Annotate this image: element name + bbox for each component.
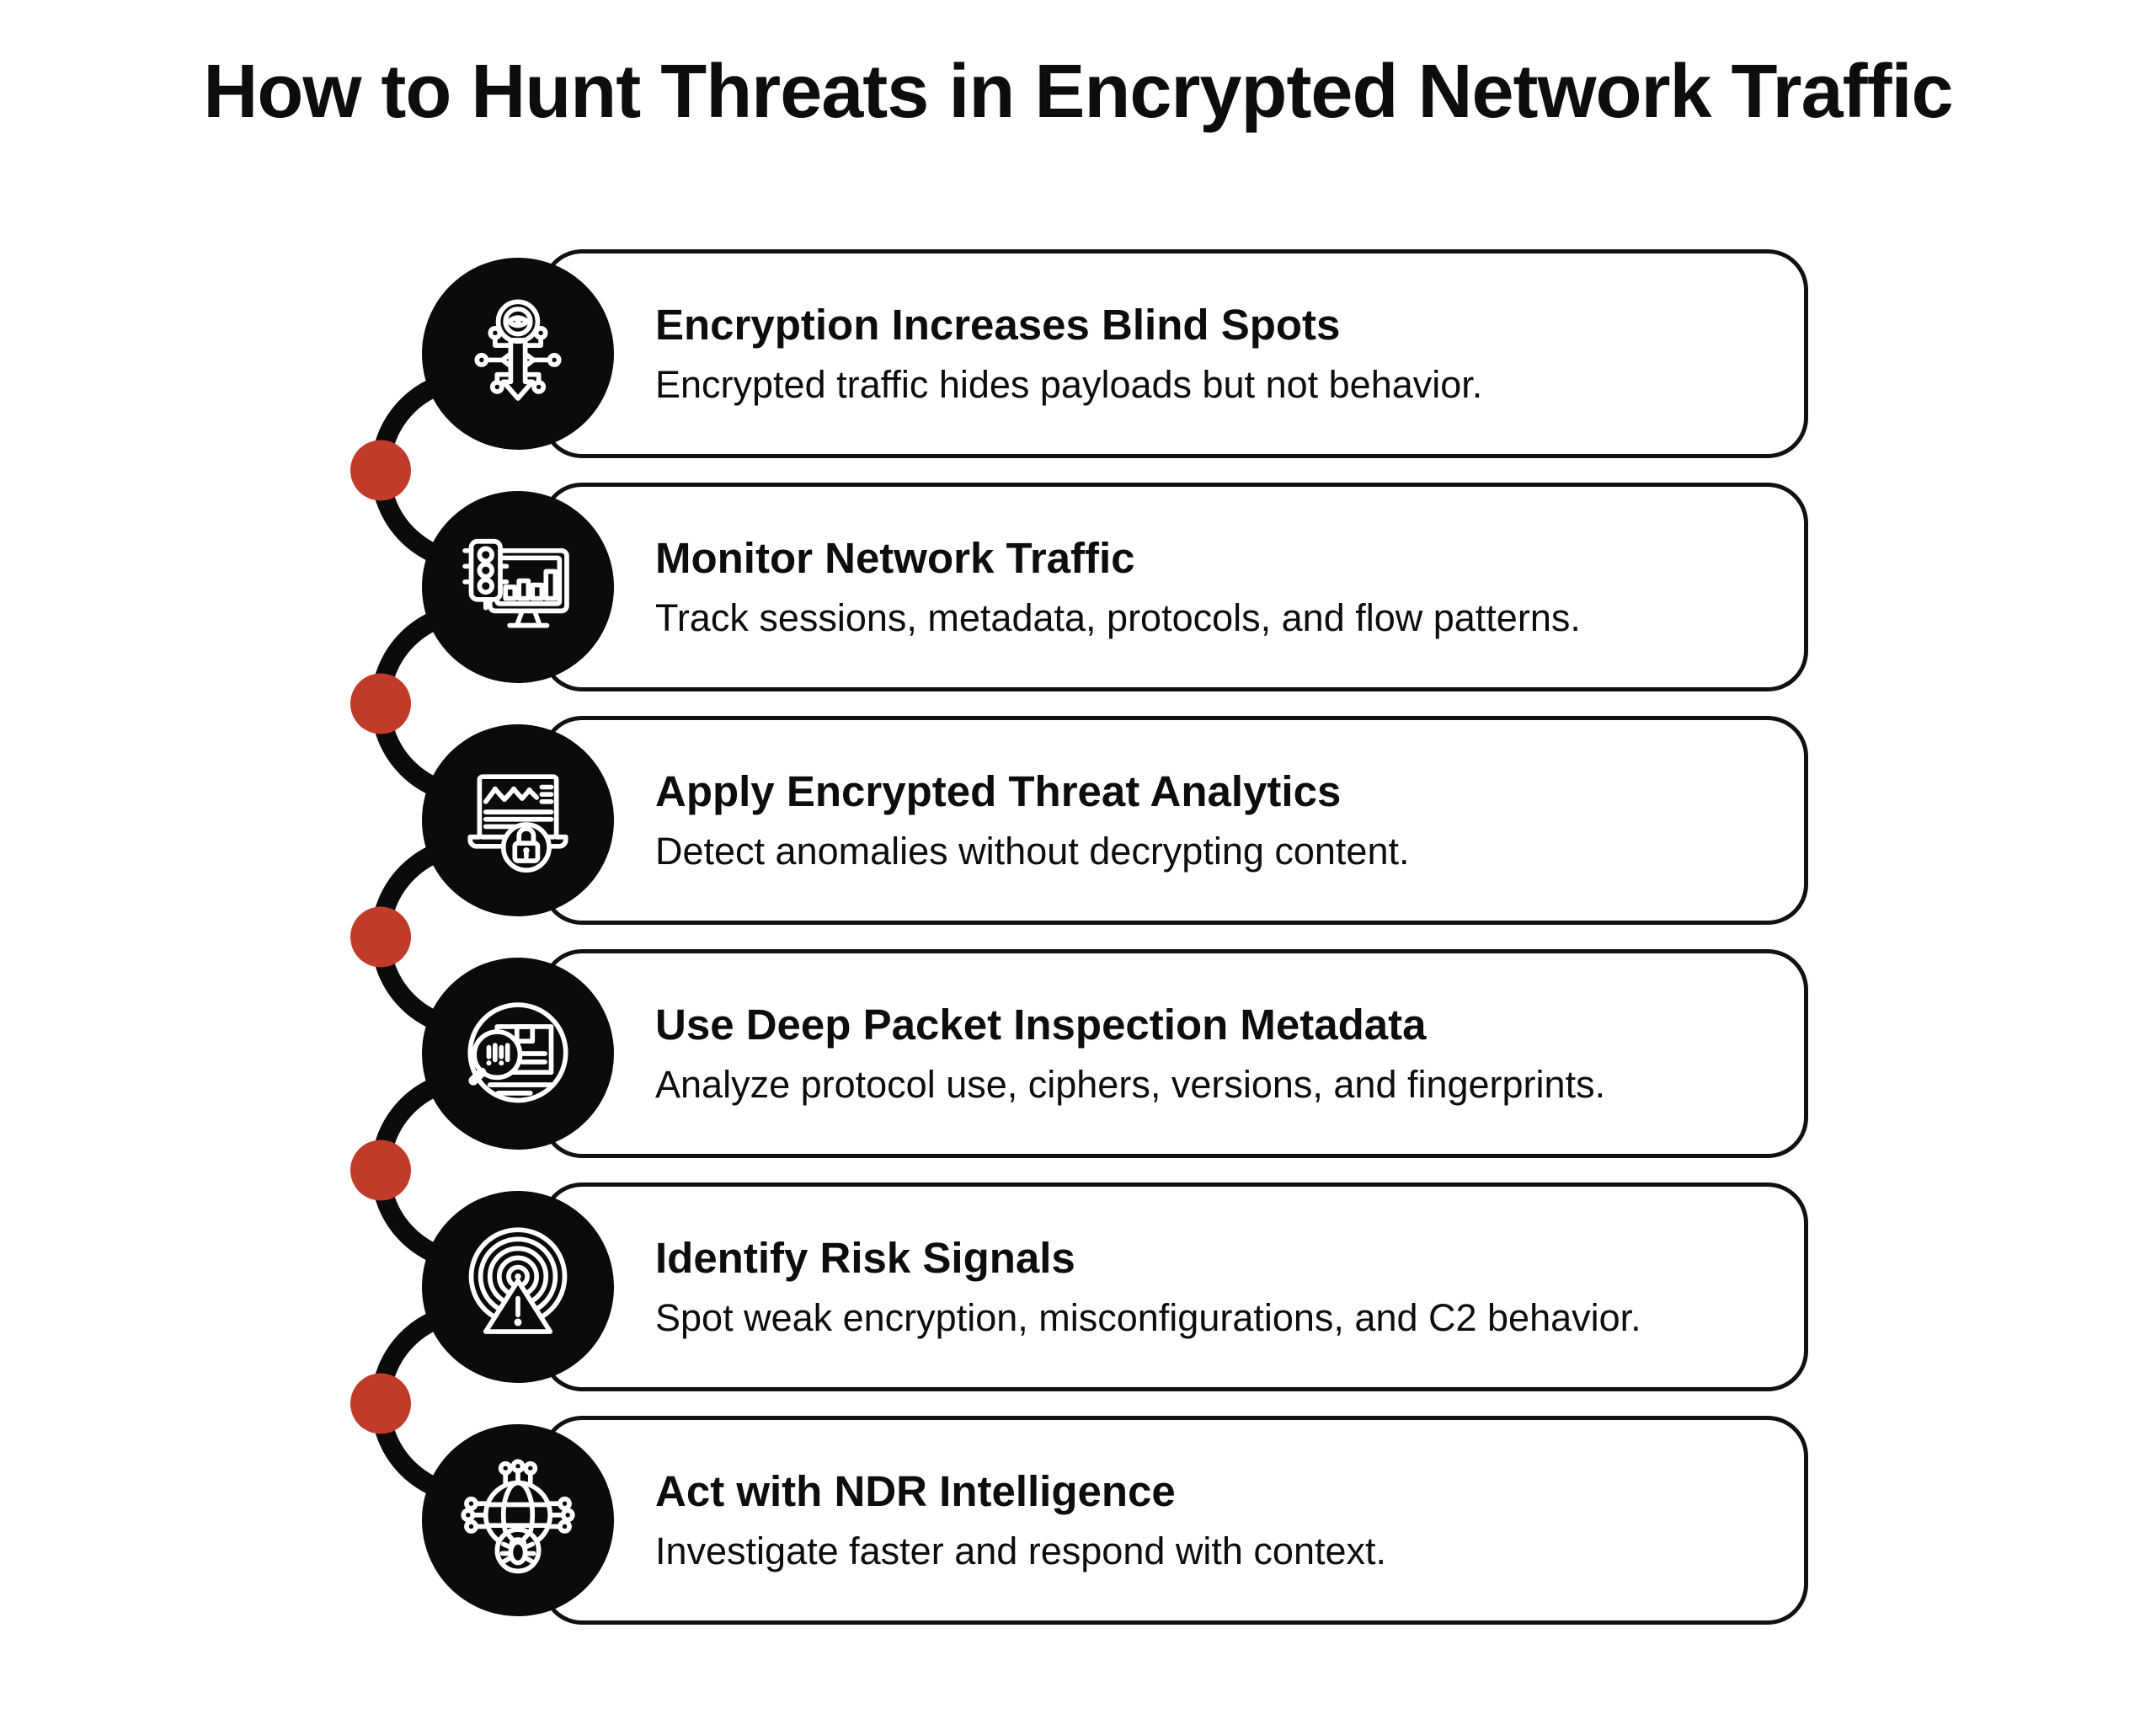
- step-row: Monitor Network Traffic Track sessions, …: [422, 483, 1820, 691]
- step-title: Apply Encrypted Threat Analytics: [655, 767, 1342, 816]
- connector-dot: [350, 673, 411, 734]
- step-title: Monitor Network Traffic: [655, 534, 1135, 583]
- step-description: Analyze protocol use, ciphers, versions,…: [655, 1063, 1606, 1107]
- page-title: How to Hunt Threats in Encrypted Network…: [203, 50, 1953, 134]
- step-row: Apply Encrypted Threat Analytics Detect …: [422, 716, 1820, 925]
- step-icon-badge: [422, 491, 614, 683]
- step-title: Use Deep Packet Inspection Metadata: [655, 1001, 1427, 1049]
- step-title: Identify Risk Signals: [655, 1234, 1075, 1283]
- step-icon-badge: [422, 958, 614, 1150]
- step-card: Act with NDR Intelligence Investigate fa…: [542, 1416, 1808, 1625]
- connector-dot: [350, 906, 411, 968]
- step-row: Identify Risk Signals Spot weak encrypti…: [422, 1182, 1820, 1391]
- step-description: Detect anomalies without decrypting cont…: [655, 830, 1410, 873]
- traffic-light-monitor-icon: [462, 538, 569, 628]
- step-description: Investigate faster and respond with cont…: [655, 1529, 1387, 1573]
- step-card: Monitor Network Traffic Track sessions, …: [542, 483, 1808, 691]
- package-magnifier-icon: [467, 1002, 568, 1103]
- globe-circuit-bug-icon: [456, 1458, 580, 1583]
- signal-warning-icon: [468, 1227, 568, 1334]
- step-icon-badge: [422, 724, 614, 916]
- step-card: Apply Encrypted Threat Analytics Detect …: [542, 716, 1808, 925]
- encryption-key-eye-circuit-icon: [474, 299, 562, 401]
- step-title: Encryption Increases Blind Spots: [655, 301, 1341, 350]
- traffic-light-monitor-icon: [456, 525, 580, 649]
- step-description: Spot weak encryption, misconfigurations,…: [655, 1296, 1641, 1340]
- step-row: Act with NDR Intelligence Investigate fa…: [422, 1416, 1820, 1625]
- step-icon-badge: [422, 1424, 614, 1616]
- package-magnifier-icon: [456, 991, 580, 1116]
- step-card: Use Deep Packet Inspection Metadata Anal…: [542, 949, 1808, 1158]
- laptop-analytics-lock-icon: [467, 774, 568, 873]
- connector-dot: [350, 1373, 411, 1434]
- step-description: Encrypted traffic hides payloads but not…: [655, 363, 1483, 407]
- globe-circuit-bug-icon: [461, 1459, 575, 1574]
- laptop-analytics-lock-icon: [456, 758, 580, 883]
- step-card: Encryption Increases Blind Spots Encrypt…: [542, 249, 1808, 458]
- connector-dot: [350, 440, 411, 501]
- step-title: Act with NDR Intelligence: [655, 1467, 1176, 1516]
- step-card: Identify Risk Signals Spot weak encrypti…: [542, 1182, 1808, 1391]
- step-description: Track sessions, metadata, protocols, and…: [655, 596, 1581, 640]
- connector-dot: [350, 1140, 411, 1201]
- step-icon-badge: [422, 1191, 614, 1383]
- step-row: Use Deep Packet Inspection Metadata Anal…: [422, 949, 1820, 1158]
- signal-warning-icon: [456, 1225, 580, 1349]
- step-icon-badge: [422, 258, 614, 450]
- step-row: Encryption Increases Blind Spots Encrypt…: [422, 249, 1820, 458]
- encryption-key-eye-circuit-icon: [456, 291, 580, 416]
